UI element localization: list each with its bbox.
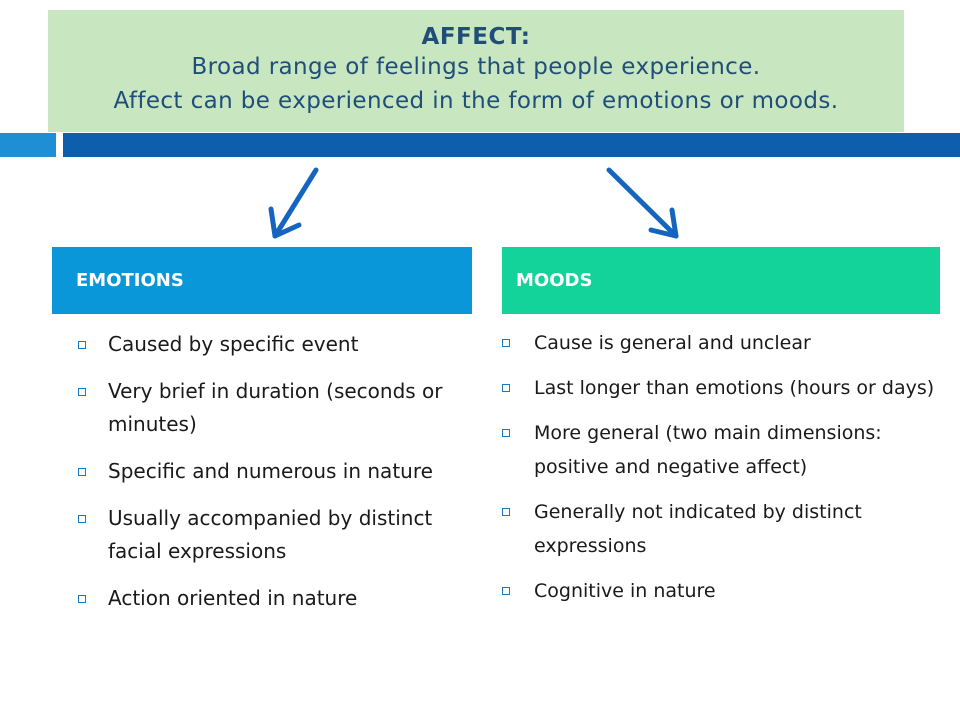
accent-block: [0, 133, 56, 157]
emotions-item-text: Caused by specific event: [108, 332, 359, 356]
emotions-label: EMOTIONS: [76, 270, 184, 291]
square-bullet-icon: [502, 384, 510, 392]
square-bullet-icon: [502, 429, 510, 437]
affect-definition-line-2: Affect can be experienced in the form of…: [113, 88, 839, 114]
square-bullet-icon: [78, 468, 86, 476]
square-bullet-icon: [502, 339, 510, 347]
moods-item-text: Last longer than emotions (hours or days…: [534, 377, 935, 399]
moods-list-item: Last longer than emotions (hours or days…: [498, 371, 938, 405]
moods-list: Cause is general and unclear Last longer…: [498, 326, 938, 619]
emotions-item-text: Very brief in duration (seconds or minut…: [108, 379, 443, 436]
square-bullet-icon: [502, 587, 510, 595]
moods-item-text: Cognitive in nature: [534, 580, 716, 602]
square-bullet-icon: [502, 508, 510, 516]
square-bullet-icon: [78, 595, 86, 603]
moods-item-text: Cause is general and unclear: [534, 332, 811, 354]
emotions-list-item: Action oriented in nature: [74, 582, 474, 615]
emotions-item-text: Specific and numerous in nature: [108, 459, 433, 483]
moods-header: MOODS: [502, 247, 940, 314]
square-bullet-icon: [78, 515, 86, 523]
emotions-item-text: Usually accompanied by distinct facial e…: [108, 506, 433, 563]
arrow-to-emotions: [268, 167, 319, 239]
emotions-list-item: Usually accompanied by distinct facial e…: [74, 502, 474, 568]
square-bullet-icon: [78, 388, 86, 396]
emotions-list-item: Caused by specific event: [74, 328, 474, 361]
emotions-list-item: Very brief in duration (seconds or minut…: [74, 375, 474, 441]
emotions-item-text: Action oriented in nature: [108, 586, 358, 610]
emotions-list-item: Specific and numerous in nature: [74, 455, 474, 488]
emotions-list: Caused by specific event Very brief in d…: [74, 328, 474, 629]
arrow-to-moods: [606, 167, 679, 239]
affect-title: AFFECT:: [421, 24, 531, 50]
square-bullet-icon: [78, 341, 86, 349]
moods-list-item: Cognitive in nature: [498, 574, 938, 608]
affect-definition-line-1: Broad range of feelings that people expe…: [191, 54, 761, 80]
moods-item-text: Generally not indicated by distinct expr…: [534, 501, 862, 557]
moods-item-text: More general (two main dimensions: posit…: [534, 422, 882, 478]
moods-label: MOODS: [516, 270, 593, 291]
accent-bar: [63, 133, 960, 157]
emotions-header: EMOTIONS: [52, 247, 472, 314]
moods-list-item: More general (two main dimensions: posit…: [498, 416, 938, 484]
moods-list-item: Cause is general and unclear: [498, 326, 938, 360]
affect-definition-box: AFFECT: Broad range of feelings that peo…: [48, 10, 904, 132]
moods-list-item: Generally not indicated by distinct expr…: [498, 495, 938, 563]
